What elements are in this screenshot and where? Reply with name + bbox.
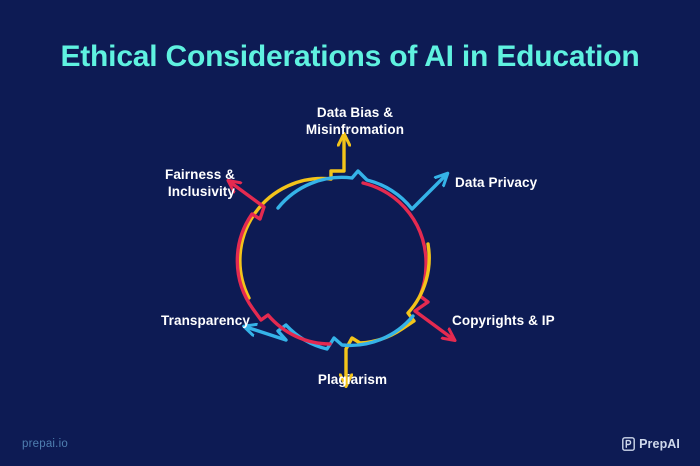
arc-cyan-upper-right xyxy=(276,169,446,211)
node-label-data-privacy: Data Privacy xyxy=(455,175,538,190)
node-label-fairness: Fairness & Inclusivity xyxy=(164,167,235,199)
node-label-transparency: Transparency xyxy=(161,313,250,328)
node-label-data-bias: Data Bias & Misinfromation xyxy=(305,105,405,137)
arc-cyan-lower-left xyxy=(246,314,415,351)
brand-name: PrepAI xyxy=(639,437,680,451)
arc-red-upper-left xyxy=(230,182,332,346)
prepai-p-logo-icon xyxy=(622,437,636,451)
cycle-diagram xyxy=(200,130,500,390)
brand-logo: PrepAI xyxy=(622,437,680,451)
node-label-plagiarism: Plagiarism xyxy=(317,372,388,387)
cycle-diagram-svg xyxy=(200,130,500,390)
page-title: Ethical Considerations of AI in Educatio… xyxy=(60,40,640,73)
site-url: prepai.io xyxy=(22,438,68,450)
node-label-copyrights-ip: Copyrights & IP xyxy=(452,313,555,328)
